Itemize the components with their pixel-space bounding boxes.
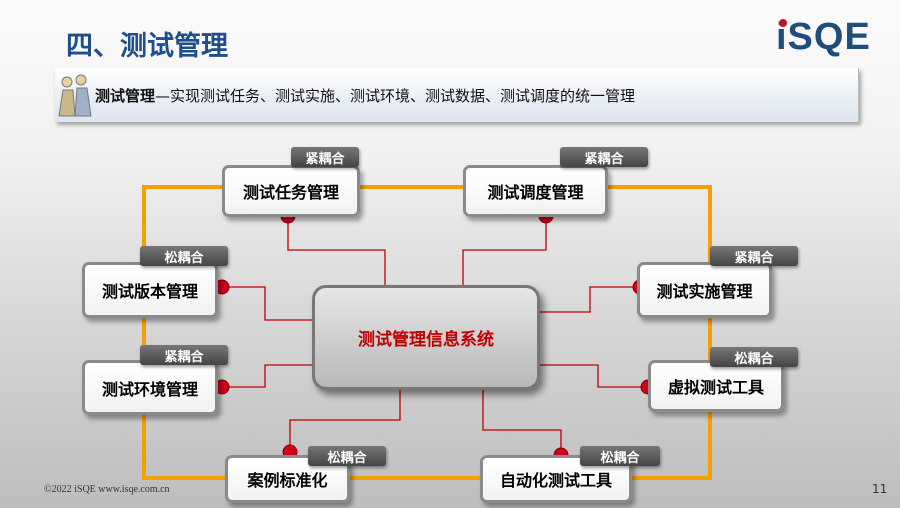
module-test-version[interactable]: 测试版本管理 (82, 262, 218, 318)
module-test-environment[interactable]: 测试环境管理 (82, 360, 218, 415)
module-test-schedule[interactable]: 测试调度管理 (463, 165, 608, 217)
module-test-execution[interactable]: 测试实施管理 (637, 262, 772, 318)
people-illustration-icon (58, 74, 92, 117)
module-test-task[interactable]: 测试任务管理 (222, 165, 360, 217)
isqe-logo: iSQE (776, 16, 871, 58)
red-links (222, 216, 648, 455)
page-number: 11 (872, 482, 888, 496)
page-title: 四、测试管理 (66, 31, 228, 62)
description-banner: 测试管理—实现测试任务、测试实施、测试环境、测试数据、测试调度的统一管理 (55, 68, 859, 122)
coupling-badge: 松耦合 (580, 446, 660, 466)
coupling-badge: 松耦合 (710, 347, 798, 367)
coupling-badge: 紧耦合 (710, 246, 798, 266)
footer-copyright: ©2022 iSQE www.isqe.com.cn (44, 484, 170, 495)
module-virtual-test-tool[interactable]: 虚拟测试工具 (648, 360, 784, 412)
central-system[interactable]: 测试管理信息系统 (312, 285, 540, 390)
coupling-badge: 紧耦合 (291, 147, 359, 167)
banner-text: 测试管理—实现测试任务、测试实施、测试环境、测试数据、测试调度的统一管理 (95, 87, 636, 105)
coupling-badge: 紧耦合 (140, 345, 228, 365)
coupling-badge: 紧耦合 (560, 147, 648, 167)
module-case-standardization[interactable]: 案例标准化 (225, 455, 350, 503)
coupling-badge: 松耦合 (140, 246, 228, 266)
coupling-badge: 松耦合 (308, 446, 386, 466)
